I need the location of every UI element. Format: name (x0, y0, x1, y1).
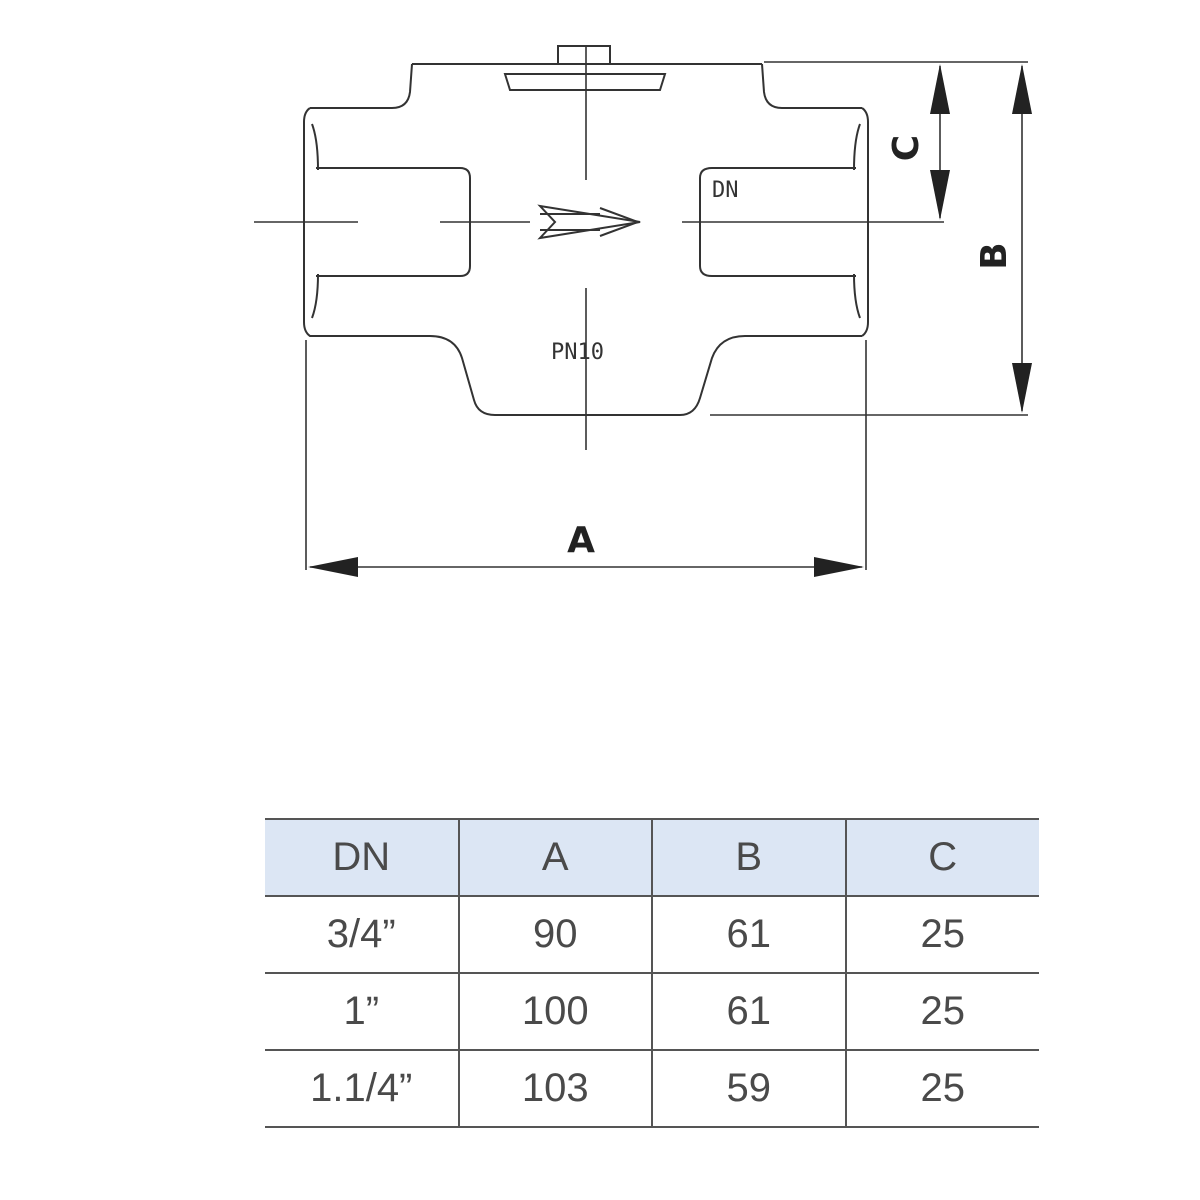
cell-a: 90 (457, 896, 652, 974)
cell-c: 25 (844, 973, 1039, 1051)
dimension-label-b: B (974, 242, 1015, 269)
cell-dn: 1” (265, 973, 459, 1051)
cell-b: 61 (651, 896, 846, 974)
dimension-label-a: A (567, 520, 595, 561)
cell-dn: 3/4” (265, 896, 459, 974)
valve-technical-drawing: A B C DN PN10 (254, 45, 1032, 577)
cell-b: 61 (651, 973, 846, 1051)
cell-a: 100 (457, 973, 652, 1051)
flow-direction-arrow (537, 204, 641, 240)
cell-a: 103 (457, 1050, 652, 1128)
dimension-label-c: C (886, 135, 927, 161)
pn10-marking: PN10 (551, 340, 604, 365)
cell-c: 25 (844, 896, 1039, 974)
center-lines (254, 46, 790, 450)
table-header-row: DN A B C (265, 818, 1039, 897)
cell-c: 25 (844, 1050, 1039, 1128)
table-row: 3/4” 90 61 25 (265, 896, 1039, 974)
dn-marking: DN (712, 178, 739, 203)
table-row: 1.1/4” 103 59 25 (265, 1050, 1039, 1128)
column-header-b: B (651, 818, 846, 897)
column-header-a: A (457, 818, 652, 897)
column-header-dn: DN (265, 818, 459, 897)
table-row: 1” 100 61 25 (265, 973, 1039, 1051)
cell-dn: 1.1/4” (265, 1050, 459, 1128)
column-header-c: C (844, 818, 1039, 897)
dimension-arrowheads (308, 64, 1032, 577)
cell-b: 59 (651, 1050, 846, 1128)
dimensions-table: DN A B C 3/4” 90 61 25 1” 100 61 25 1.1/… (265, 818, 1039, 1128)
